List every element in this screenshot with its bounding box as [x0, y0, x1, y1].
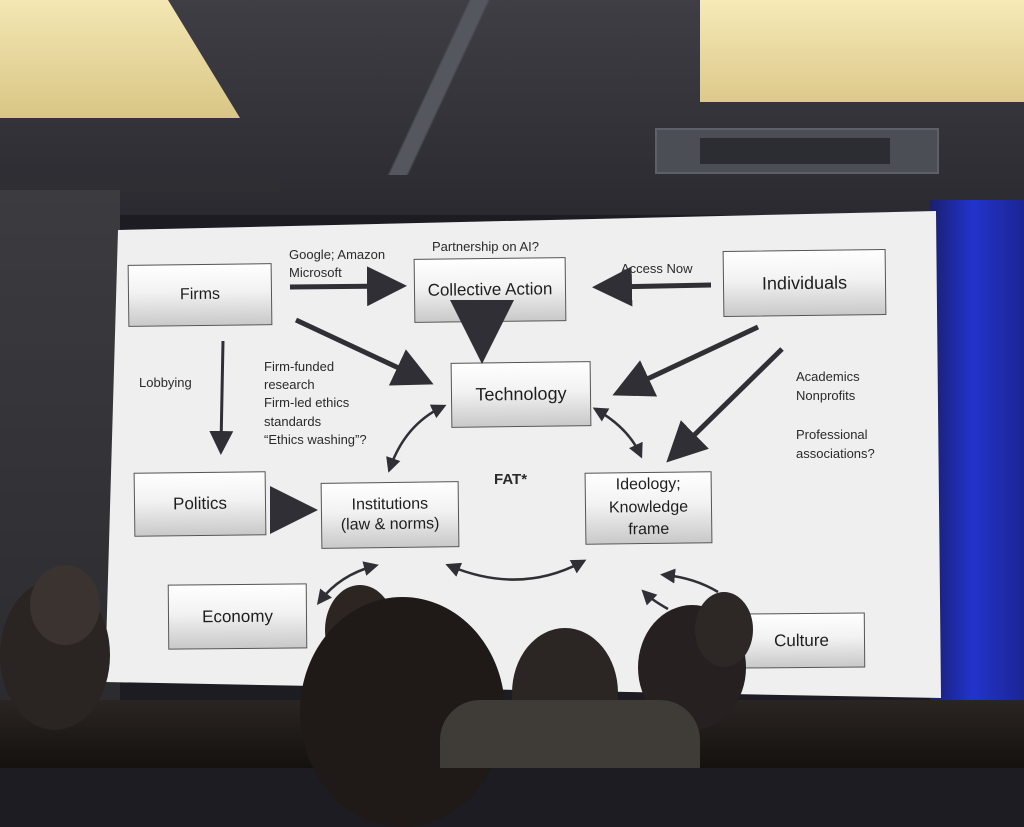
label-fat: FAT*: [494, 471, 528, 488]
label-access-now: Access Now: [621, 261, 693, 276]
audience-head: [695, 592, 753, 667]
ceiling-beam: [0, 178, 280, 192]
arrow-technology-ideology: [592, 407, 643, 459]
ceiling-air-vent: [655, 128, 939, 174]
label-academics-nonprofits: Academics Nonprofits: [796, 369, 860, 403]
label-google-amazon: Google; Amazon: [289, 247, 386, 262]
label-partnership-on-ai: Partnership on AI?: [432, 239, 539, 254]
arrow-individuals-to-ideology: [666, 347, 784, 463]
arrow-firms-to-technology: [294, 317, 434, 386]
ceiling-rail: [360, 0, 550, 175]
diagram-arrows: [209, 266, 784, 611]
arrow-individuals-to-technology: [612, 324, 760, 397]
ceiling-vent-slot: [700, 138, 890, 164]
arrow-individuals-to-collective-action: [592, 266, 712, 307]
label-lobbying: Lobbying: [139, 375, 192, 390]
conference-room-photo: Firms Collective Action Individuals Tech…: [0, 0, 1024, 768]
audience-shoulders: [440, 700, 700, 768]
label-microsoft: Microsoft: [289, 265, 342, 280]
arrow-culture-ideology: [660, 568, 719, 594]
arrow-culture-ideology-lower: [641, 589, 669, 611]
arrow-institutions-technology: [386, 404, 447, 473]
label-firm-funded-research: Firm-funded research Firm-led ethics sta…: [264, 359, 367, 447]
label-professional-associations: Professional associations?: [796, 427, 875, 461]
arrow-institutions-ideology: [445, 559, 587, 581]
arrow-firms-to-politics: [209, 340, 234, 455]
right-wall-blue-light: [930, 200, 1024, 768]
ceiling-light-right: [700, 0, 1024, 102]
audience-head: [30, 565, 100, 645]
arrow-economy-institutions: [316, 561, 379, 605]
arrow-firms-to-collective-action: [289, 266, 407, 307]
